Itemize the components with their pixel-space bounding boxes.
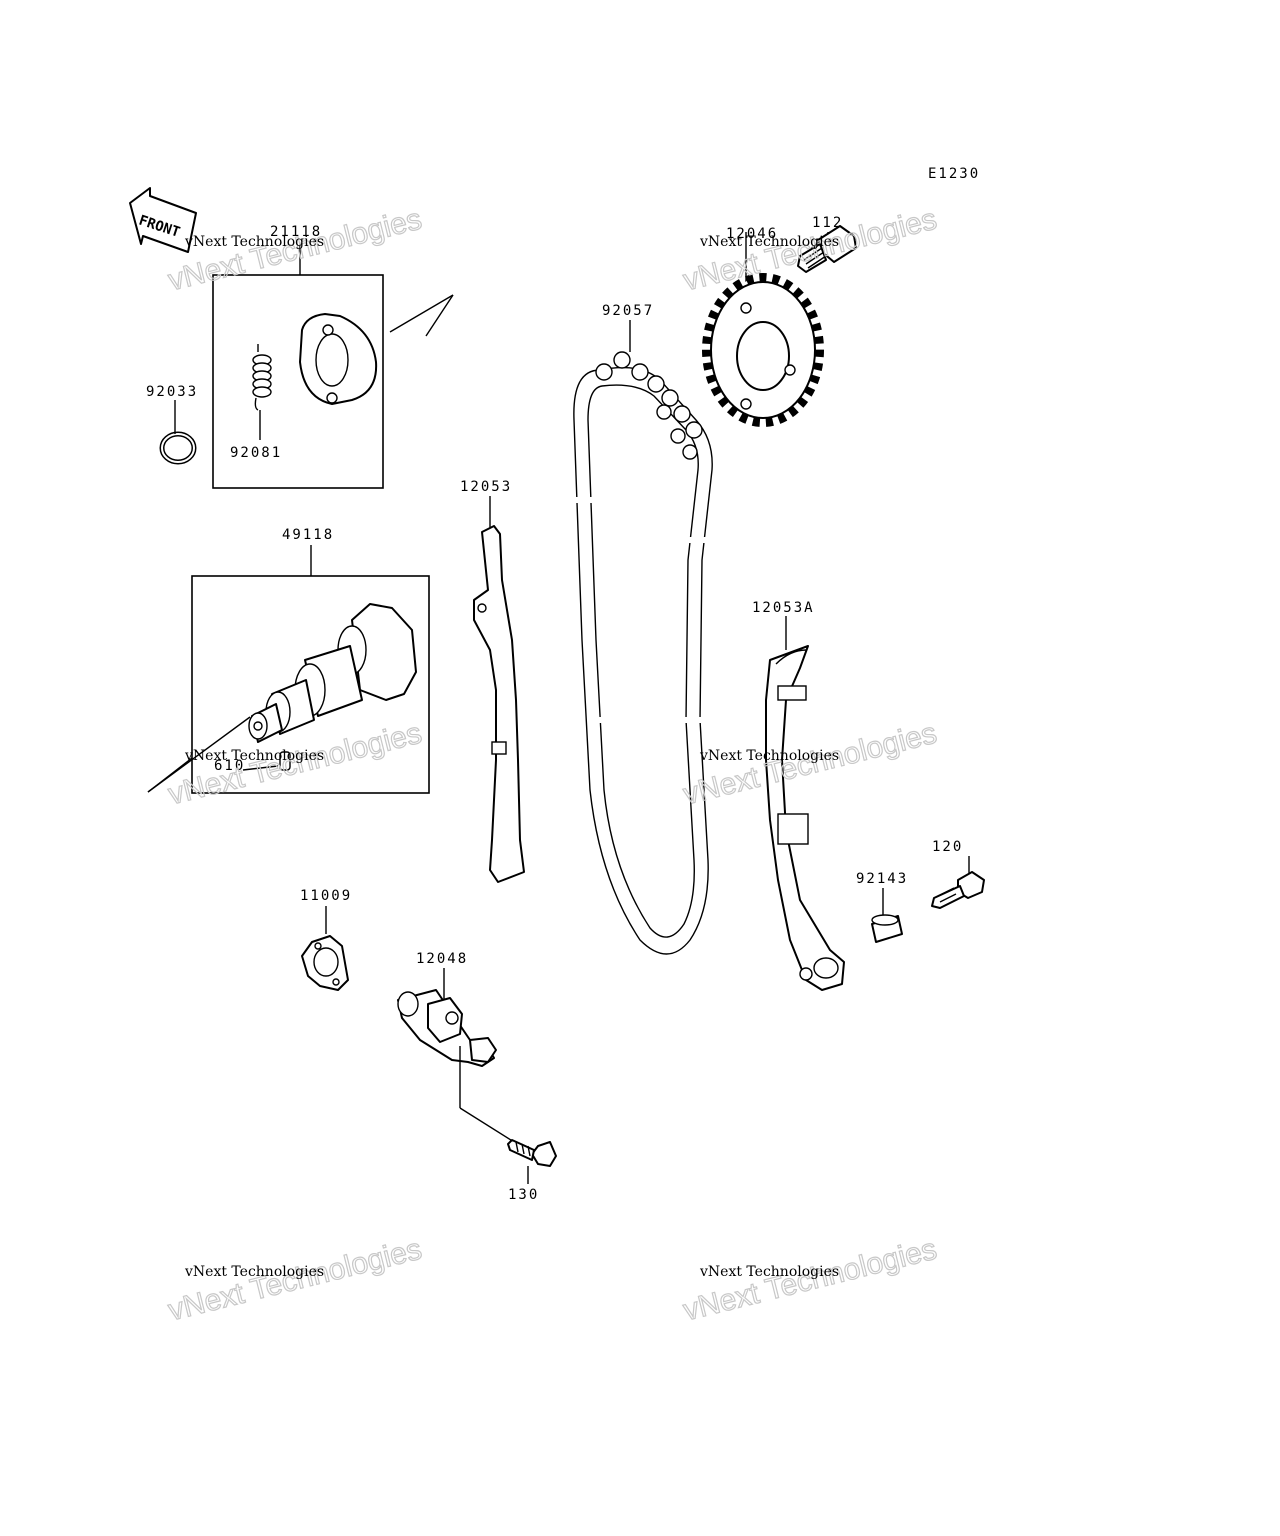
watermark-text: vNext Technologies xyxy=(699,748,839,764)
spring-icon xyxy=(252,344,272,411)
label-11009: 11009 xyxy=(300,888,352,904)
label-12053A: 12053A xyxy=(752,600,815,616)
label-49118: 49118 xyxy=(282,527,334,543)
part-12048-tensioner xyxy=(397,968,515,1143)
chain-links-icon xyxy=(595,351,703,460)
watermark-text: vNext Technologies xyxy=(184,1264,324,1280)
watermark-text: vNext Technologies xyxy=(184,748,324,764)
label-112: 112 xyxy=(812,215,843,231)
label-12048: 12048 xyxy=(416,951,468,967)
part-92143-collar xyxy=(871,888,903,943)
front-arrow-icon: FRONT xyxy=(129,187,197,253)
part-group-21118 xyxy=(159,244,454,489)
part-11009-gasket xyxy=(301,906,349,991)
watermark-text: vNext Technologies xyxy=(699,1264,839,1280)
label-12046: 12046 xyxy=(726,226,778,242)
part-130-bolt xyxy=(507,1139,557,1184)
part-112-bolt xyxy=(797,225,857,273)
label-12053: 12053 xyxy=(460,479,512,495)
label-92033: 92033 xyxy=(146,384,198,400)
part-120-bolt xyxy=(931,856,985,909)
part-92057-chain xyxy=(573,320,713,955)
watermark-text: vNext Technologies xyxy=(699,234,839,250)
label-21118: 21118 xyxy=(270,224,322,240)
label-92057: 92057 xyxy=(602,303,654,319)
label-92081: 92081 xyxy=(230,445,282,461)
circlip-icon xyxy=(159,431,197,465)
diagram-code: E1230 xyxy=(928,166,980,182)
part-12046-sprocket xyxy=(702,232,824,427)
part-12053-guide xyxy=(473,496,525,883)
label-120: 120 xyxy=(932,839,963,855)
label-92143: 92143 xyxy=(856,871,908,887)
part-group-49118 xyxy=(147,545,430,794)
part-12053A-guide xyxy=(765,616,845,991)
label-130: 130 xyxy=(508,1187,539,1203)
watermark-text: vNext Technologies xyxy=(184,234,324,250)
label-610: 610 xyxy=(214,758,245,774)
